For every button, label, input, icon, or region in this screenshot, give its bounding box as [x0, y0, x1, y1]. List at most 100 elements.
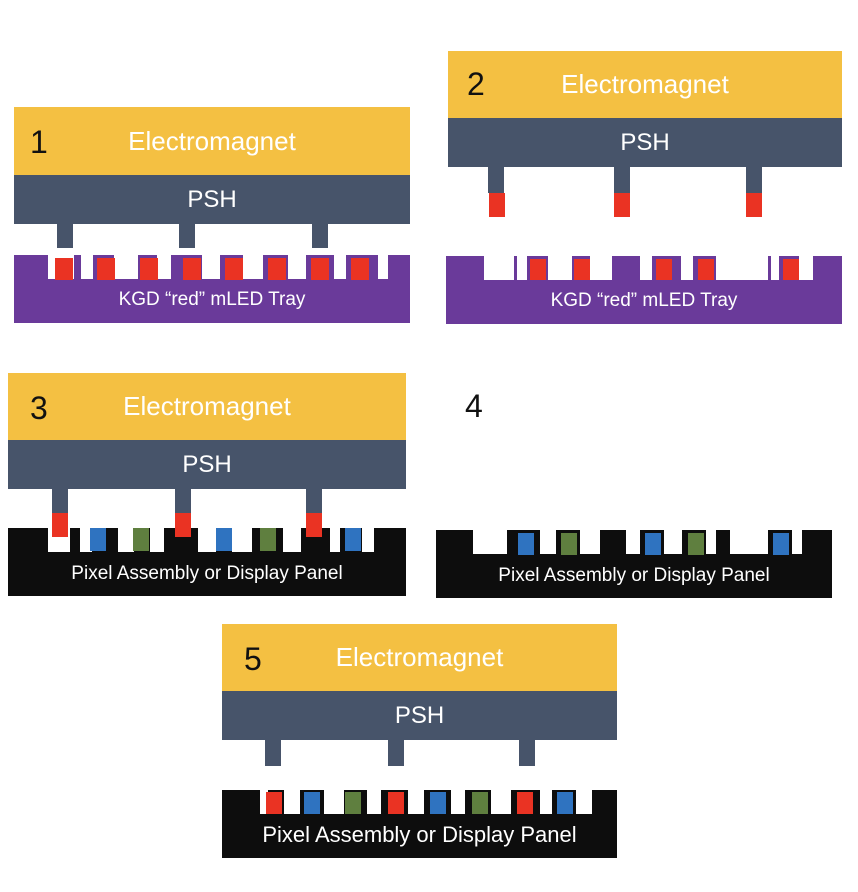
step1-electromagnet: Electromagnet	[14, 107, 410, 175]
step3-well-8	[362, 528, 374, 552]
step3-led-blue-0	[90, 528, 106, 551]
step4-led-blue-0	[518, 533, 534, 555]
step3-pin-2	[306, 489, 322, 513]
step2-led-red-1	[574, 259, 590, 280]
step3-well-5	[232, 528, 252, 552]
step5-psh: PSH	[222, 691, 617, 740]
step1-led-red-1	[97, 258, 115, 280]
step1-led-red-5	[268, 258, 286, 280]
step5-psh-label: PSH	[394, 701, 445, 729]
step2-well-7	[771, 256, 779, 280]
step3-pin-0	[52, 489, 68, 513]
step1-psh: PSH	[14, 175, 410, 224]
step1-led-red-4	[225, 258, 243, 280]
step1-pin-1	[179, 224, 195, 248]
step3-well-3	[150, 528, 164, 552]
step4-led-green-1	[688, 533, 704, 555]
step3-led-red-place-2	[306, 513, 322, 537]
step1-led-red-6	[311, 258, 329, 280]
step1-led-red-0	[55, 258, 73, 280]
step5-led-blue-1	[430, 792, 446, 814]
step5-led-green-0	[345, 792, 361, 814]
step3-led-red-place-1	[175, 513, 191, 537]
step5-panel-label: Pixel Assembly or Display Panel	[262, 822, 577, 847]
step4-well-1	[540, 530, 556, 554]
step5-led-green-1	[472, 792, 488, 814]
step2-pin-0	[488, 167, 504, 193]
step5-well-7	[540, 790, 552, 814]
step4-well-2	[580, 530, 600, 554]
step3-led-blue-2	[345, 528, 361, 551]
step2-well-1	[517, 256, 527, 280]
step5-pin-1	[388, 740, 404, 766]
step2-led-red-pick-1	[614, 193, 630, 217]
step1-led-red-7	[351, 258, 369, 280]
step5-well-8	[576, 790, 592, 814]
step2-well-3	[590, 256, 612, 280]
step3-panel-label: Pixel Assembly or Display Panel	[71, 563, 343, 584]
step1-led-red-2	[140, 258, 158, 280]
step5-led-red-0	[266, 792, 282, 814]
step4-led-blue-2	[773, 533, 789, 555]
step5-well-4	[408, 790, 424, 814]
step5-well-3	[367, 790, 381, 814]
step2-well-8	[799, 256, 813, 280]
step1-tray-label: KGD “red” mLED Tray	[118, 289, 306, 310]
step3-psh-label: PSH	[182, 450, 232, 478]
step2-pin-2	[746, 167, 762, 193]
step3-well-6	[283, 528, 301, 552]
step5-well-1	[284, 790, 300, 814]
step5-number: 5	[244, 641, 262, 677]
step5-well-6	[491, 790, 511, 814]
step1-led-red-3	[183, 258, 201, 280]
step2-number: 2	[467, 66, 485, 102]
step1-electromagnet-label: Electromagnet	[128, 125, 296, 156]
step5-electromagnet: Electromagnet	[222, 624, 617, 691]
step5-pin-0	[265, 740, 281, 766]
step4-well-3	[626, 530, 640, 554]
step5-well-2	[324, 790, 344, 814]
step5-pin-2	[519, 740, 535, 766]
step2-electromagnet: Electromagnet	[448, 51, 842, 118]
step2-led-red-0	[530, 259, 546, 280]
step2-well-4	[640, 256, 652, 280]
step2-pin-1	[614, 167, 630, 193]
step3-well-4	[198, 528, 216, 552]
step2-led-red-3	[698, 259, 714, 280]
step1-number: 1	[30, 124, 48, 160]
step1-well-5	[243, 255, 263, 279]
step4-well-7	[792, 530, 802, 554]
step1-well-7	[334, 255, 346, 279]
step1-pin-0	[57, 224, 73, 248]
step2-psh-label: PSH	[620, 128, 670, 156]
step4-well-6	[730, 530, 768, 554]
step5-led-blue-2	[557, 792, 573, 814]
step2-led-red-2	[656, 259, 672, 280]
step2-electromagnet-label: Electromagnet	[561, 69, 729, 99]
step2-well-2	[548, 256, 572, 280]
step2-tray-label: KGD “red” mLED Tray	[550, 290, 738, 311]
step3-number: 3	[30, 390, 48, 426]
step4-panel-label: Pixel Assembly or Display Panel	[498, 565, 770, 586]
step5-well-0	[260, 790, 268, 814]
step1-well-8	[378, 255, 388, 279]
step1-well-6	[288, 255, 306, 279]
step4-well-4	[664, 530, 682, 554]
step4-led-green-0	[561, 533, 577, 555]
step1-psh-label: PSH	[187, 185, 237, 213]
step2-psh: PSH	[448, 118, 842, 167]
step1-well-2	[114, 255, 138, 279]
step5-well-5	[451, 790, 465, 814]
step2-well-5	[681, 256, 693, 280]
step3-well-7	[330, 528, 340, 552]
step2-led-red-pick-0	[489, 193, 505, 217]
step4-well-5	[706, 530, 716, 554]
step2-well-6	[716, 256, 768, 280]
step3-led-red-place-0	[52, 513, 68, 537]
step4-led-blue-1	[645, 533, 661, 555]
step1-well-1	[81, 255, 93, 279]
step5-electromagnet-label: Electromagnet	[335, 642, 504, 672]
step3-psh: PSH	[8, 440, 406, 489]
step3-pin-1	[175, 489, 191, 513]
step4-number: 4	[465, 388, 483, 424]
